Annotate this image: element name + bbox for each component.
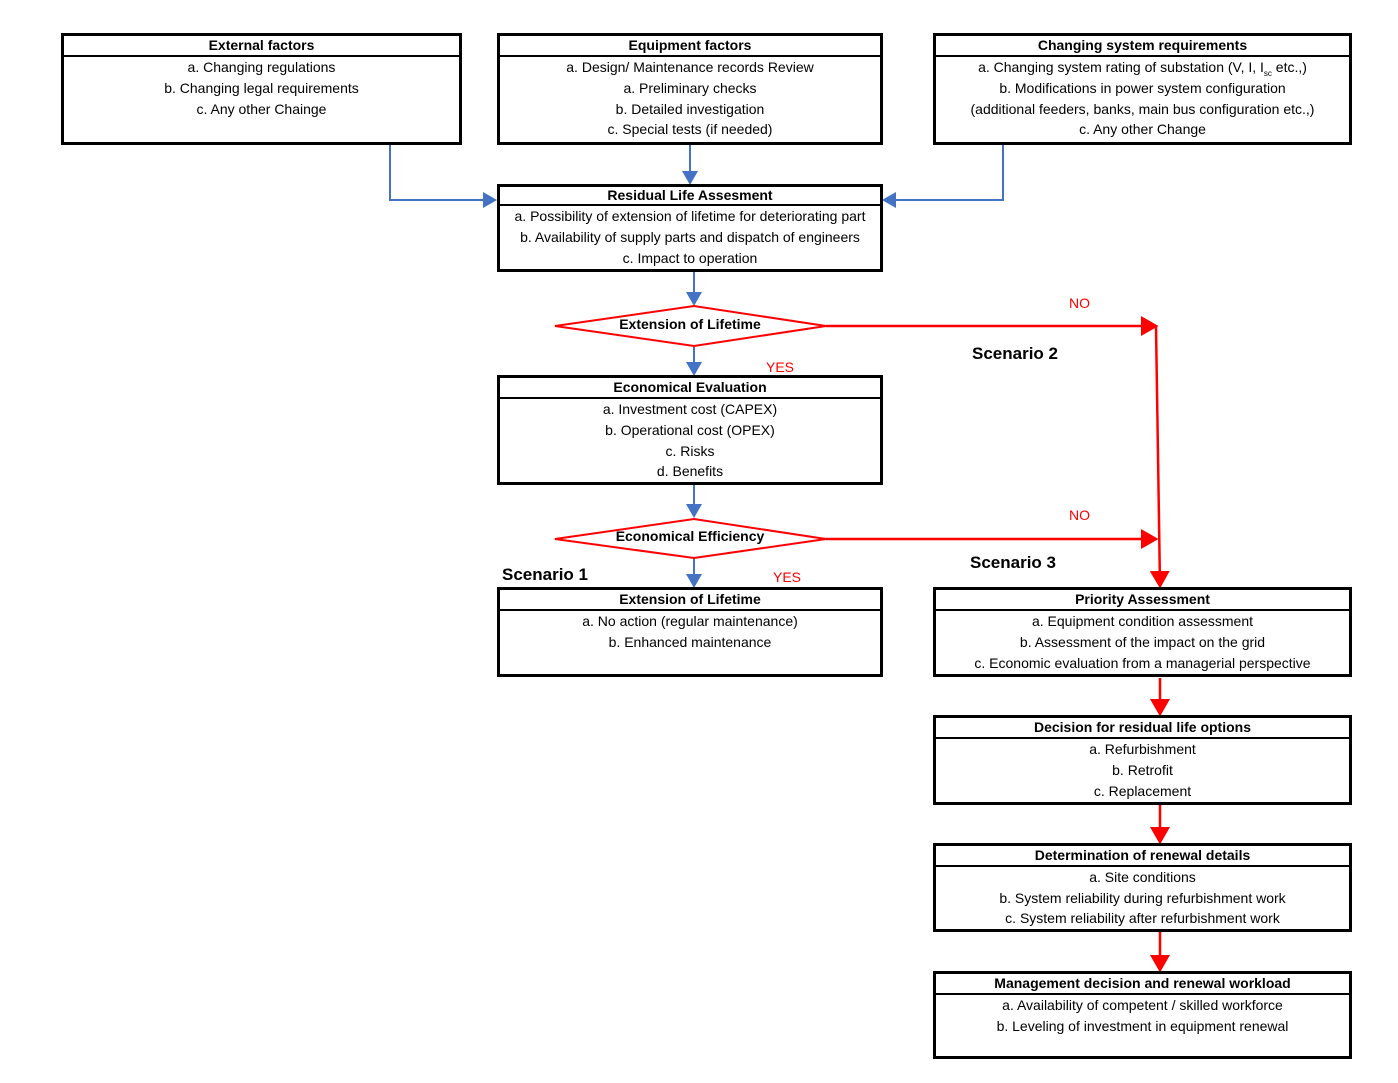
box-title: Determination of renewal details — [936, 846, 1349, 867]
box-item: a. Design/ Maintenance records Review — [566, 59, 814, 75]
box-item: (additional feeders, banks, main bus con… — [970, 101, 1315, 117]
diamond-label-extension-of-lifetime: Extension of Lifetime — [619, 316, 761, 332]
label-scenario-1: Scenario 1 — [502, 565, 588, 584]
box-equipment-factors: Equipment factors a. Design/ Maintenance… — [497, 33, 883, 145]
box-item: a. Possibility of extension of lifetime … — [514, 208, 866, 224]
box-item: a. No action (regular maintenance) — [582, 613, 798, 629]
box-item: c. Risks — [665, 443, 715, 459]
box-item: d. Benefits — [656, 463, 724, 479]
box-item: b. Changing legal requirements — [164, 80, 359, 96]
box-item: a. Site conditions — [1089, 869, 1196, 885]
box-management-decision: Management decision and renewal workload… — [933, 971, 1352, 1059]
label-yes-efficiency: YES — [773, 569, 802, 585]
box-item-subscript: sc — [1263, 68, 1272, 78]
arrow-external-to-residual — [290, 142, 497, 208]
box-item: c. Special tests (if needed) — [607, 121, 773, 137]
box-title: External factors — [64, 36, 459, 57]
label-no-lifetime: NO — [1069, 295, 1090, 311]
box-item: b. Retrofit — [1112, 762, 1173, 778]
box-item-text: a. Changing system rating of substation … — [978, 59, 1264, 75]
box-changing-system-requirements: Changing system requirements a. Changing… — [933, 33, 1352, 145]
box-item: b. Leveling of investment in equipment r… — [996, 1018, 1289, 1034]
box-title: Changing system requirements — [936, 36, 1349, 57]
box-item: a. Availability of competent / skilled w… — [1002, 997, 1283, 1013]
label-scenario-2: Scenario 2 — [972, 344, 1058, 363]
label-yes-lifetime: YES — [766, 359, 795, 375]
box-decision-residual-life-options: Decision for residual life options a. Re… — [933, 715, 1352, 805]
box-item: a. Investment cost (CAPEX) — [602, 401, 778, 417]
box-item: c. System reliability after refurbishmen… — [1005, 910, 1280, 926]
box-extension-of-lifetime: Extension of Lifetime a. No action (regu… — [497, 587, 883, 677]
box-title: Economical Evaluation — [500, 378, 880, 399]
box-economical-evaluation: Economical Evaluation a. Investment cost… — [497, 375, 883, 485]
box-item: a. Changing system rating of substation … — [936, 57, 1349, 78]
box-item: b. Enhanced maintenance — [608, 634, 772, 650]
box-title: Priority Assessment — [936, 590, 1349, 611]
box-determination-renewal-details: Determination of renewal details a. Site… — [933, 843, 1352, 932]
box-item: a. Preliminary checks — [623, 80, 757, 96]
box-item: c. Any other Chainge — [196, 101, 327, 117]
arrow-no1-down — [1149, 325, 1170, 589]
box-item: b. Modifications in power system configu… — [999, 80, 1286, 96]
box-title: Decision for residual life options — [936, 718, 1349, 739]
box-item-text: etc.,) — [1271, 59, 1307, 75]
box-item: b. Detailed investigation — [615, 101, 765, 117]
arrow-changing-to-residual — [882, 142, 1125, 208]
label-scenario-3: Scenario 3 — [970, 553, 1056, 572]
box-item: a. Equipment condition assessment — [1031, 613, 1253, 629]
box-title: Management decision and renewal workload — [936, 974, 1349, 995]
box-external-factors: External factors a. Changing regulations… — [61, 33, 462, 145]
box-item: a. Changing regulations — [187, 59, 336, 75]
box-title: Residual Life Assesment — [500, 187, 880, 206]
box-item: b. Availability of supply parts and disp… — [520, 229, 860, 245]
box-title: Equipment factors — [500, 36, 880, 57]
box-item: c. Any other Change — [1079, 121, 1206, 137]
box-item: a. Refurbishment — [1089, 741, 1196, 757]
box-priority-assessment: Priority Assessment a. Equipment conditi… — [933, 587, 1352, 677]
box-item: c. Replacement — [1093, 783, 1192, 799]
box-item: b. Assessment of the impact on the grid — [1019, 634, 1266, 650]
box-item: b. Operational cost (OPEX) — [605, 422, 775, 438]
box-title: Extension of Lifetime — [500, 590, 880, 611]
box-item: c. Economic evaluation from a managerial… — [974, 655, 1311, 671]
box-item: b. System reliability during refurbishme… — [999, 890, 1286, 906]
box-item: c. Impact to operation — [622, 250, 758, 266]
diamond-label-economical-efficiency: Economical Efficiency — [615, 528, 765, 544]
box-residual-life-assessment: Residual Life Assesment a. Possibility o… — [497, 184, 883, 272]
label-no-efficiency: NO — [1069, 507, 1090, 523]
